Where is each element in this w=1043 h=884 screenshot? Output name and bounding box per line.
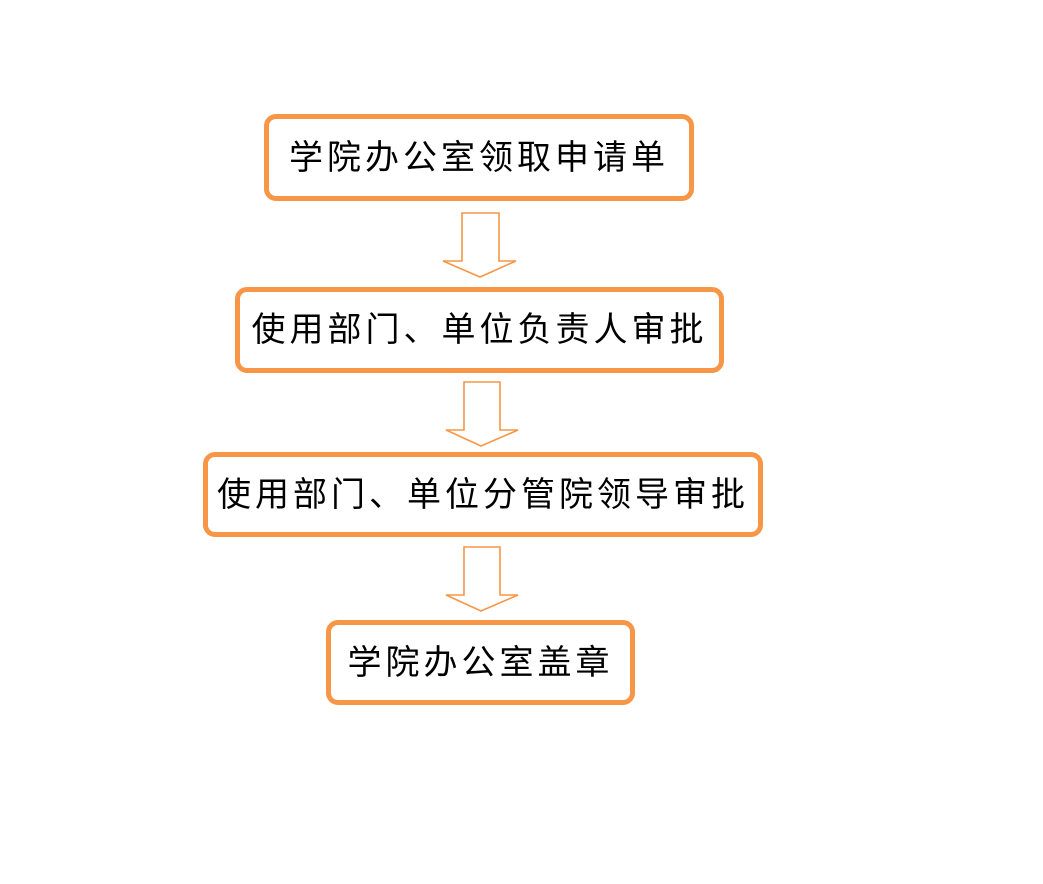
step-3-box: 使用部门、单位分管院领导审批 — [203, 452, 763, 537]
step-2-box: 使用部门、单位负责人审批 — [235, 287, 724, 373]
step-4-label: 学院办公室盖章 — [347, 642, 614, 683]
step-1-label: 学院办公室领取申请单 — [289, 137, 669, 178]
step-4-box: 学院办公室盖章 — [326, 620, 635, 705]
step-3-label: 使用部门、单位分管院领导审批 — [217, 474, 749, 515]
step-2-label: 使用部门、单位负责人审批 — [251, 310, 708, 350]
step-1-box: 学院办公室领取申请单 — [264, 114, 694, 201]
